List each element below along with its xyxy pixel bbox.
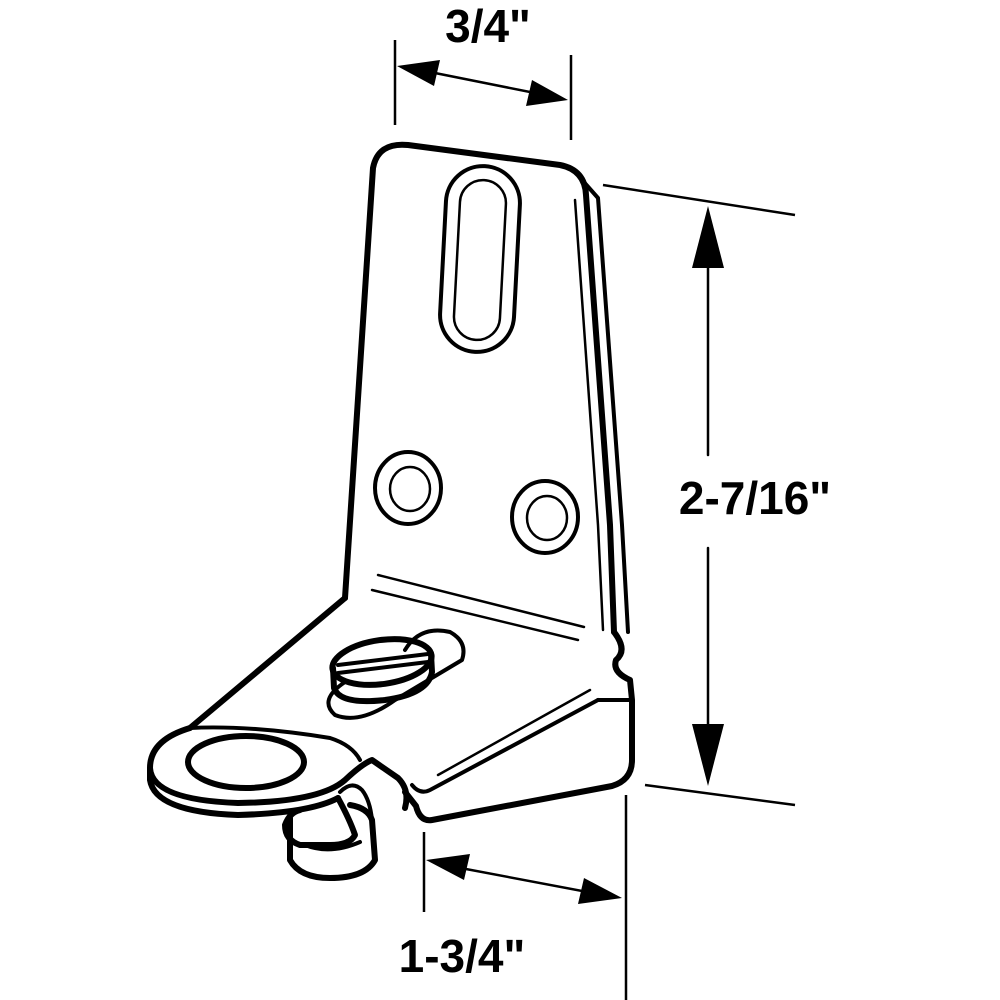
pivot-ring-neck <box>188 725 362 762</box>
adjustment-screw <box>326 628 466 720</box>
arrowhead-right-bottom <box>692 724 724 786</box>
screw-hole-right-outer <box>510 479 580 555</box>
plate-inner-edge <box>573 198 605 632</box>
screw-slot-recess <box>326 628 466 720</box>
screw-hole-right-inner <box>525 494 569 542</box>
bend-line-upper <box>376 573 586 629</box>
arrowhead-right-top <box>692 206 724 268</box>
plate-outline <box>342 141 617 635</box>
dimension-line-bottom <box>448 864 600 896</box>
base-inner-edge <box>436 688 592 777</box>
screw-hole-left-outer <box>373 450 443 526</box>
screw-hole-left <box>373 450 443 526</box>
screw-hole-right <box>510 479 580 555</box>
pivot-pin-ridge <box>303 840 362 852</box>
bend-line-lower <box>370 588 580 642</box>
base-right-edge <box>402 629 635 824</box>
arrowhead-bottom-left <box>426 854 470 880</box>
screw-head-slot-2 <box>336 660 430 675</box>
dimension-label-width: 3/4" <box>445 0 531 52</box>
slot-outer <box>438 164 522 354</box>
bracket-base-plate <box>187 573 635 824</box>
screw-head-slot-1 <box>336 652 430 667</box>
slot-hole <box>438 164 522 354</box>
dimension-top-width: 3/4" <box>393 0 573 140</box>
screw-head-side <box>330 651 435 705</box>
slot-inner <box>452 178 508 342</box>
pivot-pin-neck <box>338 783 374 822</box>
base-front-edge <box>410 698 600 794</box>
dimension-right-height: 2-7/16" <box>602 183 831 807</box>
arrowhead-top-right <box>526 80 568 106</box>
arrowhead-top-left <box>397 60 440 86</box>
plate-thickness-edge <box>573 170 630 634</box>
pivot-pin-base <box>287 802 378 881</box>
pivot-ring-thickness <box>147 765 341 818</box>
extension-line-right-top <box>602 183 796 217</box>
pivot-assembly <box>147 725 410 881</box>
dimension-label-depth: 1-3/4" <box>399 930 526 982</box>
base-left-edge <box>187 595 348 731</box>
bracket-vertical-plate <box>342 141 630 635</box>
dimension-bottom-depth: 1-3/4" <box>399 795 628 1000</box>
arrowhead-bottom-right <box>578 878 622 904</box>
pivot-ring-hole <box>185 733 307 791</box>
screw-hole-left-inner <box>388 465 432 513</box>
dimension-line-top <box>418 68 547 97</box>
extension-line-right-bottom <box>644 783 796 807</box>
dimension-label-height: 2-7/16" <box>679 472 831 524</box>
